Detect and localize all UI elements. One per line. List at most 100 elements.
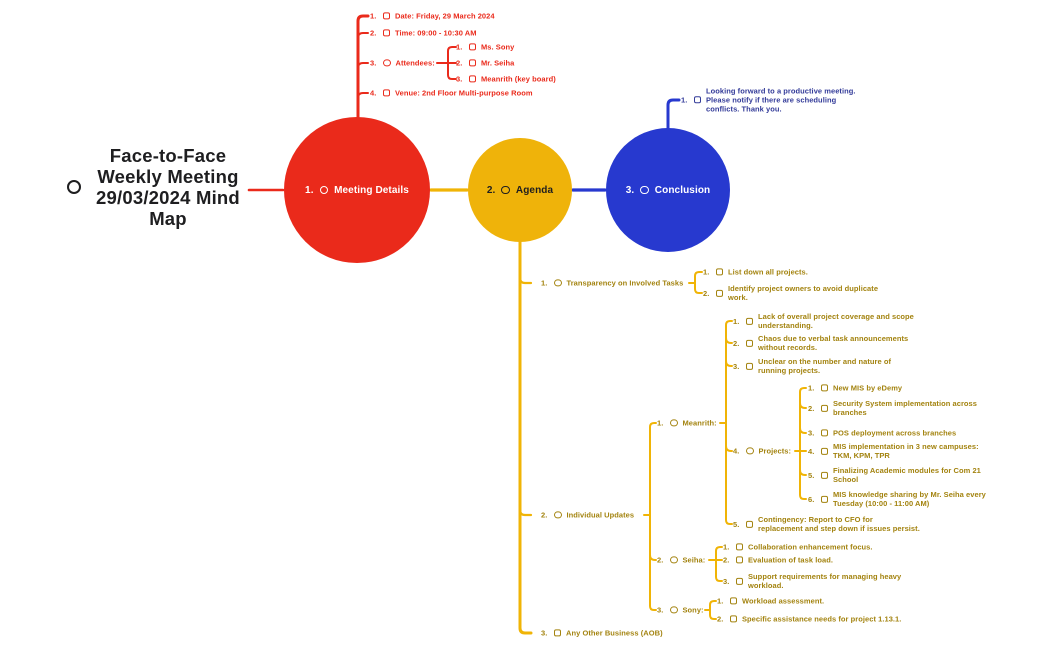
- item-label: Ms. Sony: [481, 42, 515, 52]
- checkbox-icon[interactable]: [821, 471, 828, 479]
- node-attendees[interactable]: 3. Attendees:: [370, 58, 435, 67]
- node-sony[interactable]: 3. Sony:: [657, 605, 704, 614]
- checkbox-icon[interactable]: [469, 59, 476, 67]
- node-collaboration[interactable]: 1. Collaboration enhancement focus.: [723, 542, 873, 551]
- node-seiha[interactable]: 2. Seiha:: [657, 555, 705, 564]
- node-transparency[interactable]: 1. Transparency on Involved Tasks: [541, 278, 683, 287]
- topic-ring-icon: [501, 185, 510, 195]
- checkbox-icon[interactable]: [730, 615, 737, 623]
- checkbox-icon[interactable]: [746, 362, 753, 370]
- node-label: Meeting Details: [334, 184, 409, 196]
- item-label: Workload assessment.: [742, 596, 825, 606]
- item-number: 1.: [723, 542, 730, 552]
- node-aob[interactable]: 3. Any Other Business (AOB): [541, 628, 663, 637]
- node-list-projects[interactable]: 1. List down all projects.: [703, 267, 808, 276]
- item-label: Transparency on Involved Tasks: [566, 278, 684, 288]
- checkbox-icon[interactable]: [821, 495, 828, 503]
- checkbox-icon[interactable]: [746, 317, 753, 325]
- checkbox-icon[interactable]: [716, 268, 723, 276]
- checkbox-icon[interactable]: [736, 556, 743, 564]
- item-label: Attendees:: [395, 58, 435, 68]
- checkbox-icon[interactable]: [821, 384, 828, 392]
- item-number: 1.: [703, 267, 710, 277]
- item-label: MIS implementation in 3 new campuses: TK…: [833, 441, 979, 460]
- checkbox-icon[interactable]: [821, 447, 828, 455]
- node-attendee-seiha[interactable]: 2. Mr. Seiha: [456, 58, 514, 67]
- checkbox-icon[interactable]: [554, 629, 561, 637]
- item-number: 3.: [541, 628, 548, 638]
- node-mis-campuses[interactable]: 4. MIS implementation in 3 new campuses:…: [808, 442, 979, 460]
- node-individual-updates[interactable]: 2. Individual Updates: [541, 510, 634, 519]
- node-meanrith[interactable]: 1. Meanrith:: [657, 418, 717, 427]
- node-workload-assessment[interactable]: 1. Workload assessment.: [717, 596, 824, 605]
- node-number: 2.: [486, 184, 496, 196]
- node-projects[interactable]: 4. Projects:: [733, 446, 791, 455]
- node-academic-modules[interactable]: 5. Finalizing Academic modules for Com 2…: [808, 466, 981, 484]
- node-unclear-projects[interactable]: 3. Unclear on the number and nature of r…: [733, 357, 891, 375]
- checkbox-icon[interactable]: [736, 577, 743, 585]
- item-number: 3.: [733, 361, 740, 371]
- node-agenda[interactable]: 2. Agenda: [468, 138, 572, 242]
- item-label: Sony:: [682, 605, 704, 615]
- node-security-system[interactable]: 2. Security System implementation across…: [808, 399, 977, 417]
- item-number: 3.: [370, 58, 377, 68]
- item-label: Support requirements for managing heavy …: [748, 571, 902, 590]
- node-pos-deployment[interactable]: 3. POS deployment across branches: [808, 428, 956, 437]
- item-label: Date: Friday, 29 March 2024: [395, 11, 495, 21]
- node-support-workload[interactable]: 3. Support requirements for managing hea…: [723, 572, 901, 590]
- item-number: 2.: [717, 614, 724, 624]
- item-label: Mr. Seiha: [481, 58, 515, 68]
- item-label: Unclear on the number and nature of runn…: [758, 356, 892, 375]
- node-assistance-needs[interactable]: 2. Specific assistance needs for project…: [717, 614, 901, 623]
- item-label: Specific assistance needs for project 1.…: [742, 614, 902, 624]
- checkbox-icon[interactable]: [746, 339, 753, 347]
- item-label: Lack of overall project coverage and sco…: [758, 311, 914, 330]
- item-label: Seiha:: [682, 555, 706, 565]
- checkbox-icon[interactable]: [383, 89, 390, 97]
- checkbox-icon[interactable]: [821, 404, 828, 412]
- node-conclusion[interactable]: 3. Conclusion: [606, 128, 730, 252]
- checkbox-icon[interactable]: [736, 543, 743, 551]
- item-label: Individual Updates: [566, 510, 635, 520]
- checkbox-icon[interactable]: [383, 12, 390, 20]
- topic-circle-icon: [670, 419, 678, 427]
- item-label: Finalizing Academic modules for Com 21 S…: [833, 465, 981, 484]
- checkbox-icon[interactable]: [383, 29, 390, 37]
- node-date[interactable]: 1. Date: Friday, 29 March 2024: [370, 11, 495, 20]
- node-time[interactable]: 2. Time: 09:00 - 10:30 AM: [370, 28, 477, 37]
- topic-ring-icon: [319, 185, 329, 195]
- item-number: 1.: [681, 95, 688, 105]
- root-title[interactable]: Face-to-Face Weekly Meeting 29/03/2024 M…: [96, 145, 240, 229]
- node-contingency[interactable]: 5. Contingency: Report to CFO for replac…: [733, 515, 920, 533]
- node-venue[interactable]: 4. Venue: 2nd Floor Multi-purpose Room: [370, 88, 533, 97]
- checkbox-icon[interactable]: [469, 43, 476, 51]
- item-number: 5.: [808, 470, 815, 480]
- item-number: 1.: [733, 316, 740, 326]
- node-new-mis[interactable]: 1. New MIS by eDemy: [808, 383, 902, 392]
- checkbox-icon[interactable]: [821, 429, 828, 437]
- node-attendee-sony[interactable]: 1. Ms. Sony: [456, 42, 514, 51]
- item-number: 3.: [808, 428, 815, 438]
- item-label: List down all projects.: [728, 267, 808, 277]
- item-label: Looking forward to a productive meeting.…: [706, 86, 856, 114]
- checkbox-icon[interactable]: [716, 289, 723, 297]
- checkbox-icon[interactable]: [746, 520, 753, 528]
- node-task-load[interactable]: 2. Evaluation of task load.: [723, 555, 833, 564]
- node-chaos-verbal[interactable]: 2. Chaos due to verbal task announcement…: [733, 334, 908, 352]
- item-number: 2.: [456, 58, 463, 68]
- checkbox-icon[interactable]: [694, 96, 701, 104]
- item-label: Venue: 2nd Floor Multi-purpose Room: [395, 88, 533, 98]
- node-knowledge-sharing[interactable]: 6. MIS knowledge sharing by Mr. Seiha ev…: [808, 490, 986, 508]
- node-conclusion-note[interactable]: 1. Looking forward to a productive meeti…: [681, 86, 856, 113]
- checkbox-icon[interactable]: [730, 597, 737, 605]
- item-number: 2.: [657, 555, 664, 565]
- node-identify-owners[interactable]: 2. Identify project owners to avoid dupl…: [703, 284, 878, 302]
- checkbox-icon[interactable]: [469, 75, 476, 83]
- item-number: 2.: [703, 288, 710, 298]
- node-lack-coverage[interactable]: 1. Lack of overall project coverage and …: [733, 312, 914, 330]
- topic-circle-icon: [746, 447, 754, 455]
- node-meeting-details[interactable]: 1. Meeting Details: [284, 117, 430, 263]
- node-number: 3.: [625, 184, 635, 196]
- node-attendee-meanrith[interactable]: 3. Meanrith (key board): [456, 74, 556, 83]
